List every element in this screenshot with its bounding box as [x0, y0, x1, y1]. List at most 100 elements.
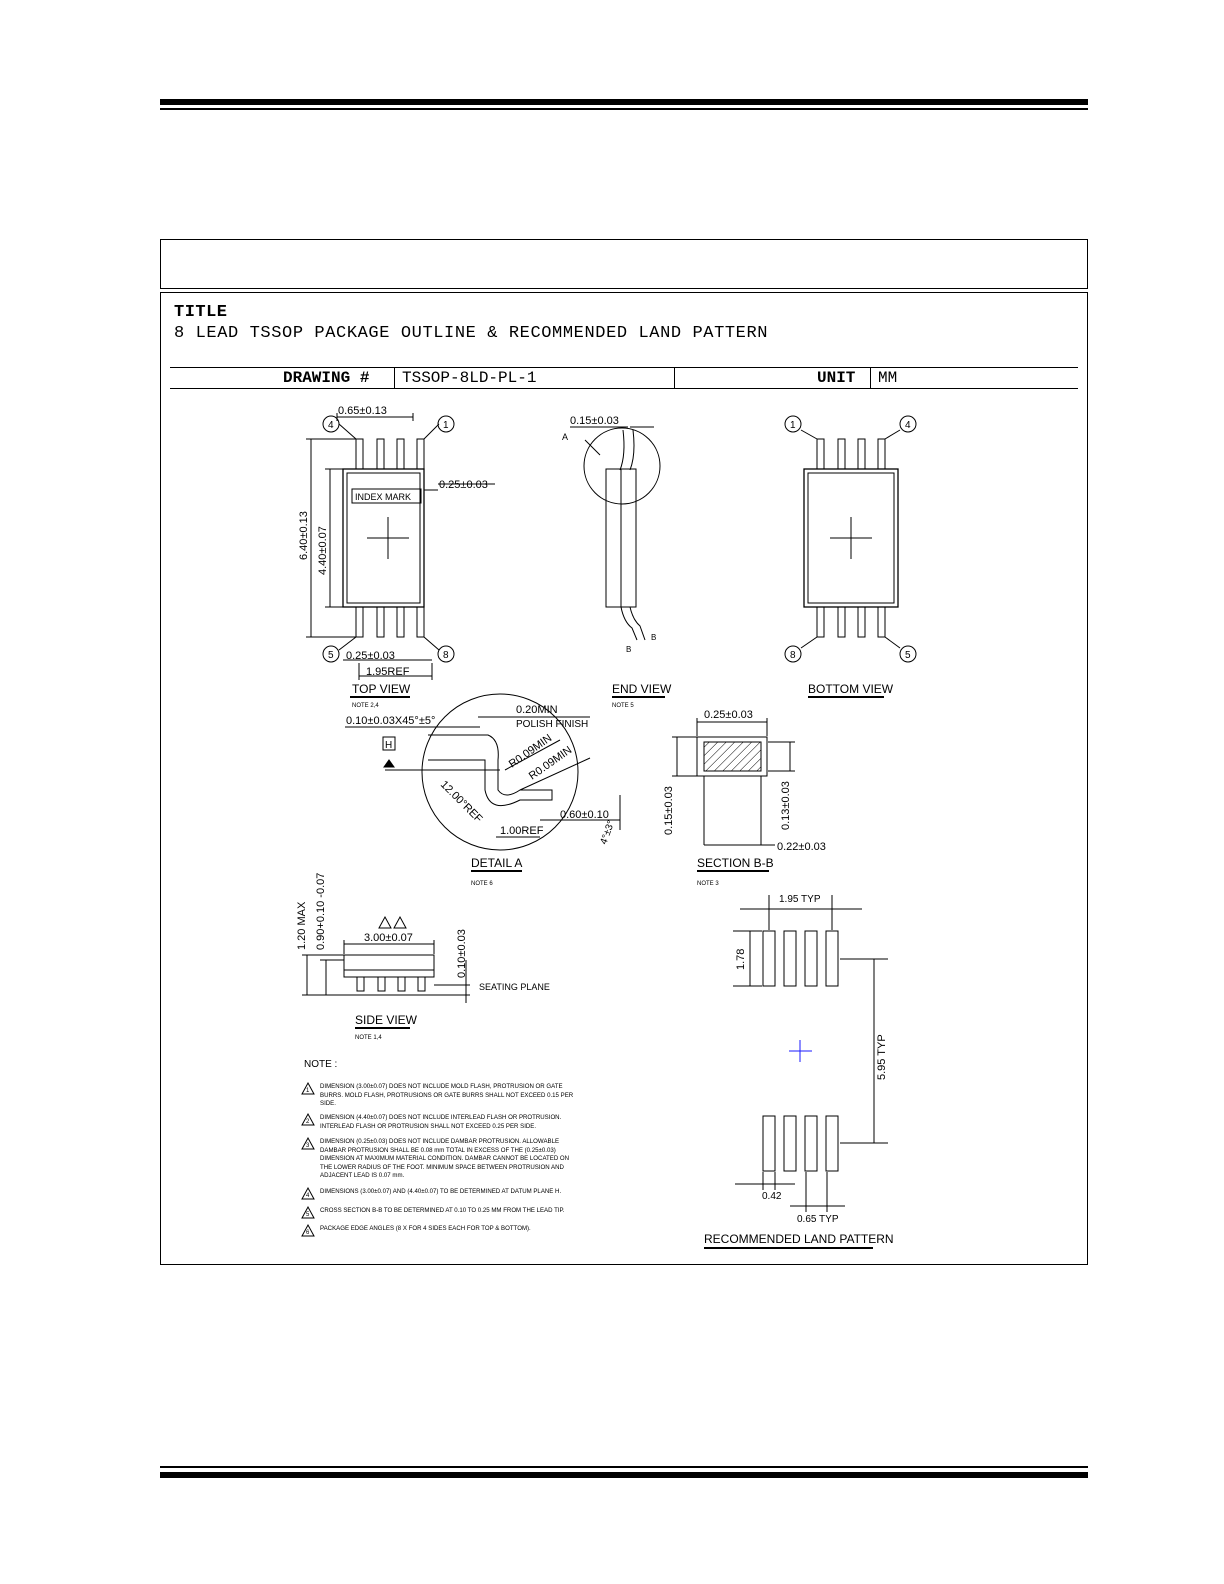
dim-thickness: 0.15±0.03: [570, 415, 619, 427]
unit-label: UNIT: [817, 369, 856, 387]
note-text: DIMENSIONS (3.00±0.07) AND (4.40±0.07) T…: [320, 1188, 562, 1195]
section-ref: B: [651, 633, 656, 642]
drawing-frame: TITLE 8 LEAD TSSOP PACKAGE OUTLINE & REC…: [160, 292, 1088, 1265]
datum-h: H: [385, 740, 392, 751]
dim-min: 0.20MIN: [516, 704, 558, 716]
end-view-label: END VIEW: [612, 682, 672, 696]
pin-4: 4: [905, 420, 911, 431]
land-dim-pitch: 0.65 TYP: [797, 1214, 839, 1225]
header-rule-thick: [160, 99, 1088, 105]
pin-callout: [899, 415, 917, 433]
dim-ref: 1.95REF: [366, 666, 410, 678]
side-view: [302, 940, 470, 1029]
svg-text:6: 6: [306, 1230, 310, 1236]
dim-chamfer: 0.10±0.03X45°±5°: [346, 715, 435, 727]
detail-a-label: DETAIL A: [471, 856, 522, 870]
pin-callout: [899, 645, 917, 663]
side-body: [343, 954, 435, 971]
note-text: DIMENSION (3.00±0.07) DOES NOT INCLUDE M…: [320, 1083, 574, 1107]
drawing-title: 8 LEAD TSSOP PACKAGE OUTLINE & RECOMMEND…: [174, 324, 769, 343]
pin-5: 5: [328, 650, 334, 661]
drawing-number-label: DRAWING #: [283, 369, 370, 387]
title-block-row: DRAWING # TSSOP-8LD-PL-1 UNIT MM: [170, 367, 1078, 389]
pin-callout: [784, 645, 802, 663]
note-text: DIMENSION (0.25±0.03) DOES NOT INCLUDE D…: [320, 1138, 570, 1179]
side-dim-length: 3.00±0.07: [364, 932, 413, 944]
note-item: 2 DIMENSION (4.40±0.07) DOES NOT INCLUDE…: [301, 1112, 562, 1130]
pin-callout: [322, 415, 340, 433]
svg-text:3: 3: [306, 1143, 310, 1149]
top-view: [306, 413, 495, 698]
detail-a-note: NOTE 6: [471, 881, 493, 887]
pad-row-top: [762, 930, 839, 987]
pad-row-bottom: [762, 1115, 839, 1172]
side-dim-height: 0.90+0.10 -0.07: [315, 873, 327, 950]
section-bb-note: NOTE 3: [697, 881, 719, 887]
land-dim-pad-length: 1.78: [735, 949, 747, 970]
detail-a-circle: [583, 427, 661, 505]
top-view-label: TOP VIEW: [352, 682, 411, 696]
notes-heading: NOTE :: [304, 1059, 337, 1070]
section-bb-label: SECTION B-B: [697, 856, 774, 870]
unit-value: MM: [878, 369, 898, 387]
detail-a-circle: [421, 693, 579, 851]
pin-callout: [437, 645, 455, 663]
section-dim-inner-height: 0.13±0.03: [780, 781, 792, 830]
notes-list: 1 DIMENSION (3.00±0.07) DOES NOT INCLUDE…: [301, 1081, 574, 1237]
index-mark-label: INDEX MARK: [355, 492, 411, 502]
detail-a: [345, 693, 621, 872]
note-text: PACKAGE EDGE ANGLES (8 X FOR 4 SIDES EAC…: [320, 1225, 531, 1232]
section-dim-height: 0.15±0.03: [663, 786, 675, 835]
side-view-note: NOTE 1,4: [355, 1035, 382, 1041]
title-block-divider: [394, 368, 395, 388]
land-pattern-label: RECOMMENDED LAND PATTERN: [704, 1232, 894, 1246]
section-dim-inner-width: 0.22±0.03: [777, 841, 826, 853]
svg-text:1: 1: [306, 1088, 310, 1094]
svg-text:4: 4: [306, 1193, 310, 1199]
svg-text:5: 5: [306, 1212, 310, 1218]
pin-callout: [437, 415, 455, 433]
dim-pitch: 0.65±0.13: [338, 405, 387, 417]
header-rule-thin: [160, 108, 1088, 110]
note-item: 1 DIMENSION (3.00±0.07) DOES NOT INCLUDE…: [301, 1081, 574, 1107]
dim-body-width: 4.40±0.07: [317, 526, 329, 575]
polish-finish: POLISH FINISH: [516, 719, 588, 730]
dim-foot: 0.60±0.10: [560, 809, 609, 821]
angle-ref: 12.00°REF: [438, 779, 485, 826]
section-dim-width: 0.25±0.03: [704, 709, 753, 721]
figure-caption-box: [160, 239, 1088, 289]
end-view-note: NOTE 5: [612, 703, 634, 709]
seating-plane: SEATING PLANE: [479, 982, 550, 992]
hatched-section: [703, 741, 762, 772]
title-block-divider: [870, 368, 871, 388]
detail-ref: A: [562, 432, 568, 442]
dim-lead-width: 0.25±0.03: [439, 479, 488, 491]
pin-5: 5: [905, 650, 911, 661]
note-item: 4 DIMENSIONS (3.00±0.07) AND (4.40±0.07)…: [301, 1186, 562, 1200]
package-body-inner: [346, 472, 421, 604]
angle-2: 4°±3°: [598, 819, 617, 846]
side-view-warning-triangles: [378, 915, 407, 929]
footer-rule-thin: [160, 1466, 1088, 1468]
pin-callout: [784, 415, 802, 433]
title-label: TITLE: [174, 303, 228, 322]
index-mark-box: [351, 488, 422, 504]
svg-text:2: 2: [306, 1119, 310, 1125]
note-text: DIMENSION (4.40±0.07) DOES NOT INCLUDE I…: [320, 1114, 562, 1130]
note-item: 6 PACKAGE EDGE ANGLES (8 X FOR 4 SIDES E…: [301, 1223, 531, 1237]
footer-rule-thick: [160, 1472, 1088, 1478]
land-pattern: [704, 895, 888, 1249]
pin-1: 1: [443, 420, 449, 431]
bottom-leads: [355, 606, 425, 638]
end-view: [570, 426, 665, 698]
side-dim-max: 1.20 MAX: [296, 901, 308, 950]
top-leads: [355, 438, 425, 470]
title-block-divider: [674, 368, 675, 388]
pin-8: 8: [790, 650, 796, 661]
dim-lead-width-bottom: 0.25±0.03: [346, 650, 395, 662]
center-cross-icon: [789, 1040, 812, 1062]
side-dim-standoff: 0.10±0.03: [456, 929, 468, 978]
land-dim-row-pitch: 5.95 TYP: [876, 1034, 888, 1080]
top-view-note: NOTE 2,4: [352, 703, 379, 709]
